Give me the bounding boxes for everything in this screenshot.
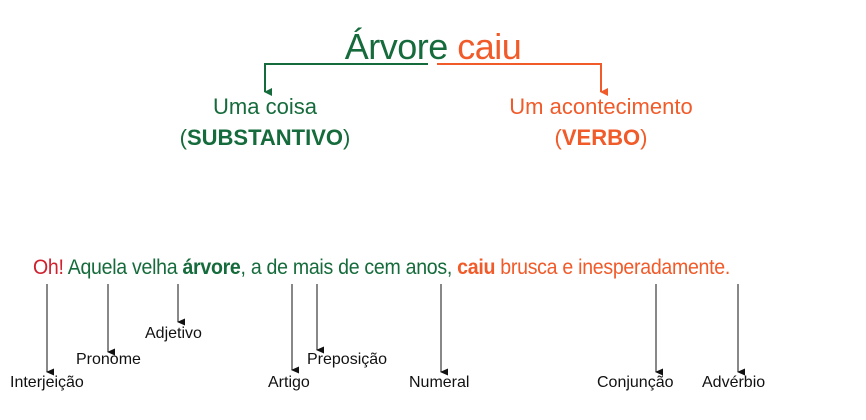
- title-verb: caiu: [457, 26, 522, 67]
- label-adjetivo: Adjetivo: [145, 325, 202, 342]
- label-pronome: Pronome: [76, 351, 141, 368]
- label-artigo: Artigo: [268, 374, 310, 391]
- paren-close: ): [343, 125, 351, 150]
- label-conjuncao: Conjunção: [597, 374, 674, 391]
- term-substantivo: SUBSTANTIVO: [186, 125, 344, 150]
- sentence-part2: , a de mais de cem anos,: [240, 256, 453, 279]
- sentence-part1: Aquela velha: [67, 256, 178, 279]
- noun-term: (SUBSTANTIVO): [135, 125, 395, 151]
- term-verbo: VERBO: [561, 125, 641, 150]
- label-interjeicao: Interjeição: [10, 374, 84, 391]
- main-title: Árvore caiu: [0, 26, 866, 68]
- sentence-verb: caiu: [457, 256, 496, 279]
- label-numeral: Numeral: [409, 374, 470, 391]
- label-preposicao: Preposição: [307, 351, 388, 368]
- sentence-interjection: Oh!: [33, 256, 64, 279]
- verb-arrow: [437, 63, 608, 96]
- noun-arrow: [264, 63, 428, 96]
- verb-description: Um acontecimento: [509, 94, 693, 119]
- verb-term: (VERBO): [471, 125, 731, 151]
- sentence-part3: brusca e inesperadamente.: [500, 256, 731, 279]
- title-noun: Árvore: [344, 26, 449, 67]
- label-adverbio: Advérbio: [702, 374, 766, 391]
- paren-close: ): [640, 125, 648, 150]
- sentence-noun: árvore: [182, 256, 241, 279]
- paren-open: (: [179, 125, 187, 150]
- example-sentence: Oh! Aquela velha árvore, a de mais de ce…: [33, 256, 730, 280]
- noun-description: Uma coisa: [213, 94, 317, 119]
- paren-open: (: [554, 125, 562, 150]
